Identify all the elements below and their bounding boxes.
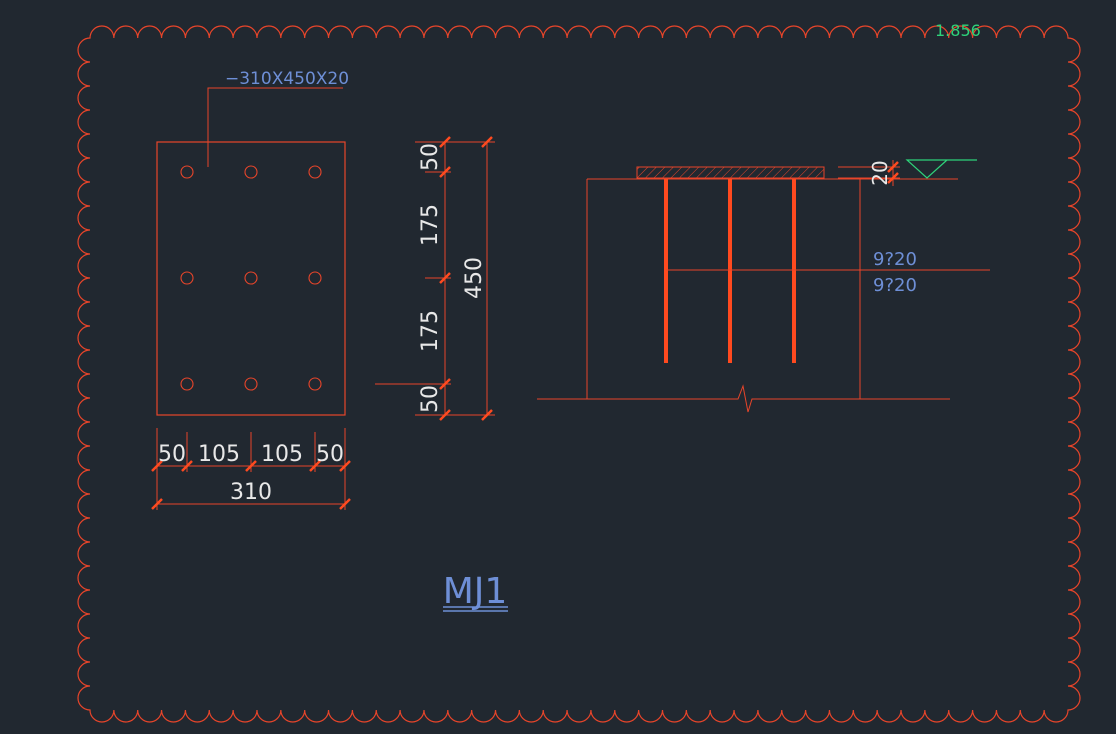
dimension-tick <box>439 272 451 284</box>
plate-label: −310X450X20 <box>225 69 349 89</box>
width-dim-3: 105 <box>261 442 303 467</box>
width-dim-4: 50 <box>316 442 344 467</box>
thickness-tick-bottom <box>887 172 899 184</box>
anchor-holes <box>180 165 322 391</box>
anchor-hole <box>308 271 322 285</box>
plate-thickness-dim: 20 <box>868 160 892 185</box>
dimension-tick <box>339 460 351 472</box>
dimension-tick <box>339 498 351 510</box>
break-line <box>537 384 950 413</box>
dimension-tick <box>245 460 257 472</box>
anchor-hole <box>244 377 258 391</box>
dimension-tick <box>439 409 451 421</box>
dimension-tick <box>181 460 193 472</box>
plate-label-leader <box>207 87 343 167</box>
width-dim-2: 105 <box>198 442 240 467</box>
rebar-label-bottom: 9?20 <box>873 275 917 296</box>
anchor-hole <box>180 165 194 179</box>
width-dim-1: 50 <box>158 442 186 467</box>
height-dim-1: 50 <box>418 143 443 171</box>
height-dim-2: 175 <box>418 204 443 246</box>
total-width-dim: 310 <box>230 480 272 505</box>
total-height-dim: 450 <box>462 257 487 299</box>
height-dim-4: 50 <box>418 385 443 413</box>
elevation-symbol <box>905 159 977 179</box>
anchor-hole <box>180 377 194 391</box>
section-view: 9?20 9?20 20 <box>537 159 990 413</box>
rebar-label-top: 9?20 <box>873 249 917 270</box>
dimension-tick <box>151 460 163 472</box>
dimension-tick <box>151 498 163 510</box>
dimension-tick <box>481 136 493 148</box>
width-dimension-ticks <box>151 460 351 510</box>
dimension-tick <box>439 136 451 148</box>
anchor-hole <box>244 165 258 179</box>
anchor-hole <box>308 165 322 179</box>
anchor-hole <box>308 377 322 391</box>
plan-view: −310X450X20 50 105 105 50 310 50 <box>151 69 495 510</box>
anchor-hole <box>244 271 258 285</box>
thickness-tick-top <box>887 161 899 173</box>
embedded-plate-outline <box>156 141 346 416</box>
anchor-hole <box>180 271 194 285</box>
dimension-tick <box>481 409 493 421</box>
dimension-tick <box>439 166 451 178</box>
height-dimension-ticks <box>439 136 493 421</box>
dimension-tick <box>309 460 321 472</box>
embedded-plate-section <box>636 166 825 179</box>
elevation-value: 1.856 <box>935 21 981 40</box>
drawing-title: MJ1 <box>443 571 508 612</box>
revision-cloud-border <box>77 25 1081 723</box>
height-dim-3: 175 <box>418 310 443 352</box>
dimension-tick <box>439 378 451 390</box>
